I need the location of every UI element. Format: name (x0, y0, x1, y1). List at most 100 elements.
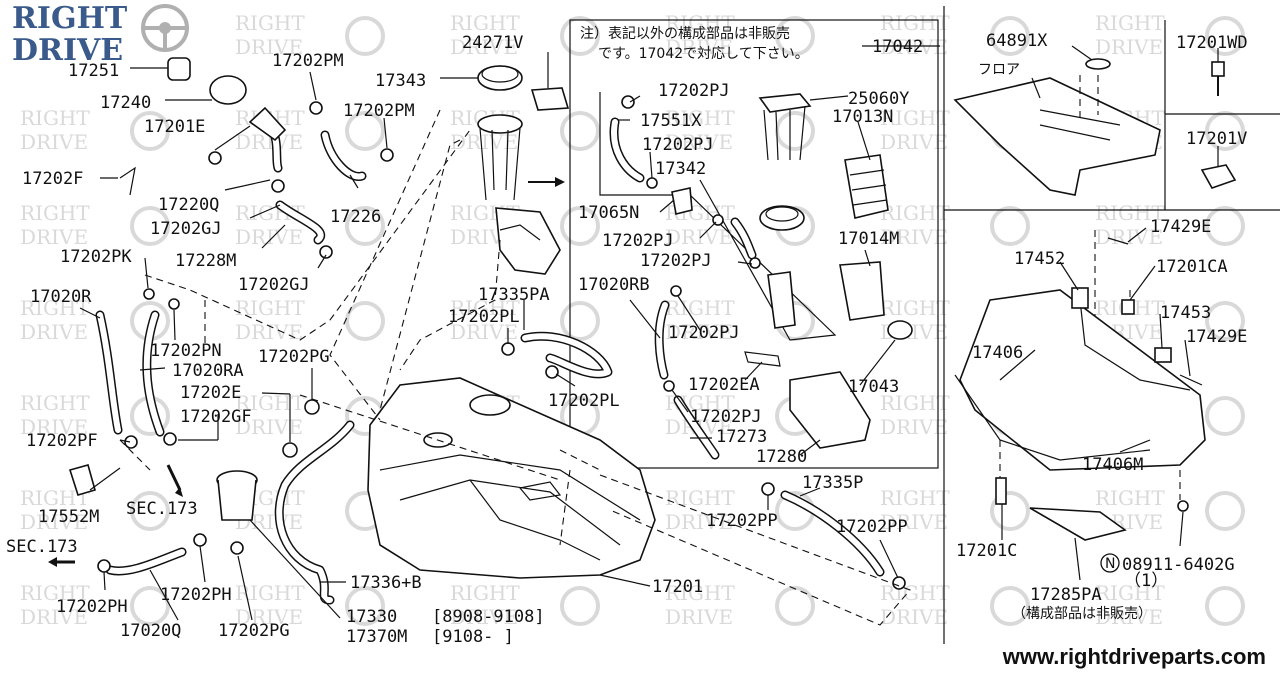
label-17202PF: 17202PF (26, 431, 98, 451)
label-17453: 17453 (1160, 303, 1211, 323)
label-17201: 17201 (652, 577, 703, 597)
label-24271V: 24271V (462, 33, 523, 53)
label-08911-prefix: N (1105, 556, 1115, 572)
watermark-text: DRIVE (20, 605, 88, 629)
label-17202GJ-b: 17202GJ (238, 275, 310, 295)
section-boxes (569, 6, 1280, 644)
watermark-wheel-icon (130, 491, 170, 531)
filler-tube-17220Q (248, 106, 287, 142)
watermark-text: DRIVE (20, 225, 88, 249)
floor-label: フロア (978, 62, 1020, 78)
label-17251: 17251 (68, 61, 119, 81)
label-17020Q: 17020Q (120, 621, 181, 641)
watermark-wheel-icon (560, 16, 600, 56)
not-sold-note: （構成部品は非販売） (1012, 606, 1152, 622)
watermark-wheel-icon (1205, 111, 1245, 151)
watermark-text: RIGHT (235, 391, 305, 415)
watermark-text: DRIVE (235, 605, 303, 629)
watermark-text: DRIVE (20, 130, 88, 154)
watermark-wheel-icon (1205, 16, 1245, 56)
label-17429E-a: 17429E (1150, 217, 1211, 237)
footer-url: www.rightdriveparts.com (1002, 644, 1266, 669)
watermark-text: RIGHT (1095, 201, 1165, 225)
label-17201E: 17201E (144, 117, 205, 137)
label-17201CA: 17201CA (1156, 257, 1228, 277)
valve-17065N (671, 187, 693, 215)
label-17020R: 17020R (30, 287, 92, 307)
label-17202GJ-a: 17202GJ (150, 219, 222, 239)
nut-17201E (208, 151, 222, 165)
label-17330-date: [8908-9108] (432, 607, 545, 627)
watermark-text: DRIVE (880, 35, 948, 59)
watermark-text: DRIVE (20, 415, 88, 439)
watermark-text: DRIVE (880, 415, 948, 439)
watermark-wheel-icon (560, 111, 600, 151)
label-17336B: 17336+B (350, 573, 422, 593)
watermark-text: DRIVE (880, 130, 948, 154)
hoses (95, 117, 885, 605)
label-17065N: 17065N (578, 203, 639, 223)
strainer-17013N (844, 154, 889, 219)
label-sec173-b: SEC.173 (6, 537, 78, 557)
filter-ring (759, 205, 805, 231)
label-17335P: 17335P (802, 473, 863, 493)
small-parts (48, 57, 906, 590)
watermark-text: RIGHT (880, 106, 950, 130)
floor-panel-section (953, 58, 1237, 196)
label-64891X: 64891X (986, 31, 1048, 51)
label-17202PJ-b: 17202PJ (642, 135, 714, 155)
label-17280: 17280 (756, 447, 807, 467)
watermark-text: RIGHT (450, 11, 520, 35)
watermark-wheel-icon (1205, 396, 1245, 436)
bolt-17201CA (1121, 299, 1135, 315)
watermark-text: RIGHT (880, 296, 950, 320)
watermark-text: RIGHT (450, 581, 520, 605)
label-17202PJ-c: 17202PJ (602, 231, 674, 251)
label-17020RA: 17020RA (172, 361, 244, 381)
watermark-text: DRIVE (880, 605, 948, 629)
watermark-text: RIGHT (1095, 581, 1165, 605)
label-17014M: 17014M (838, 229, 899, 249)
label-17202PJ-a: 17202PJ (658, 81, 730, 101)
watermark-text: DRIVE (880, 225, 948, 249)
logo-text-line1: RIGHT (12, 1, 128, 36)
watermark-text: DRIVE (665, 130, 733, 154)
watermark-wheel-icon (775, 111, 815, 151)
watermark-wheel-icon (990, 16, 1030, 56)
label-17202PK: 17202PK (60, 247, 132, 267)
floor-panel (953, 77, 1161, 196)
watermark-wheel-icon (1205, 491, 1245, 531)
watermark-text: DRIVE (450, 320, 518, 344)
label-17013N: 17013N (832, 107, 893, 127)
label-17285PA: 17285PA (1030, 585, 1102, 605)
label-17201C: 17201C (956, 541, 1017, 561)
label-17202PJ-f: 17202PJ (690, 407, 762, 427)
watermark-text: RIGHT (880, 581, 950, 605)
fuel-pump-assembly (477, 65, 570, 275)
label-17552M: 17552M (38, 507, 99, 527)
watermark-text: DRIVE (665, 320, 733, 344)
watermark-text: RIGHT (880, 486, 950, 510)
label-17429E-b: 17429E (1186, 327, 1247, 347)
watermark-wheel-icon (990, 491, 1030, 531)
bolt-17201C (995, 477, 1007, 505)
label-17201V: 17201V (1186, 129, 1247, 149)
watermark-wheel-icon (1205, 206, 1245, 246)
label-17273: 17273 (716, 427, 767, 447)
label-17202PM-b: 17202PM (343, 101, 415, 121)
bracket-17453 (1154, 347, 1172, 363)
watermark-text: DRIVE (450, 605, 518, 629)
watermark-text: RIGHT (20, 201, 90, 225)
label-17228M: 17228M (175, 251, 236, 271)
jp-note-line2: です。17042で対応して下さい。 (598, 46, 809, 62)
label-17343: 17343 (375, 71, 426, 91)
watermark-text: DRIVE (665, 225, 733, 249)
part-labels: 17251 17240 17201E 17202PM 17202PM 17202… (6, 25, 1248, 647)
label-17335PA: 17335PA (478, 285, 550, 305)
watermark-wheel-icon (345, 586, 385, 626)
watermark-wheel-icon (560, 586, 600, 626)
nut-17201V (1200, 164, 1237, 189)
watermark-text: RIGHT (665, 486, 735, 510)
label-17202PN: 17202PN (150, 341, 222, 361)
